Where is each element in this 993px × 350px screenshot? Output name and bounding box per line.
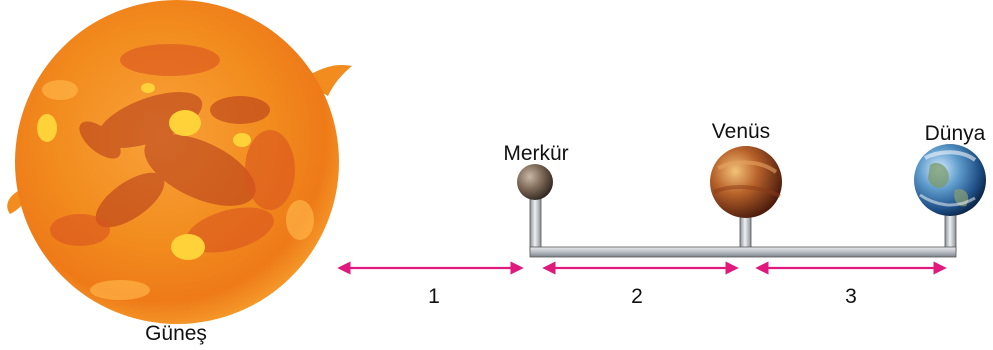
- venus-post: [739, 213, 752, 253]
- horizontal-rod: [529, 246, 957, 258]
- earth-icon: [914, 144, 986, 216]
- venus-icon: [710, 146, 782, 218]
- venus-label: Venüs: [712, 120, 770, 143]
- distance-label-2: 2: [631, 285, 643, 308]
- earth-post: [944, 211, 957, 253]
- sun-label: Güneş: [145, 322, 207, 345]
- mercury-icon: [517, 164, 553, 200]
- sun-icon: [7, 0, 352, 324]
- distance-label-1: 1: [428, 285, 440, 308]
- earth-label: Dünya: [925, 122, 986, 145]
- mercury-post: [529, 195, 542, 253]
- distance-label-3: 3: [845, 285, 857, 308]
- mercury-label: Merkür: [503, 142, 568, 165]
- planet-rod-model: [529, 195, 957, 258]
